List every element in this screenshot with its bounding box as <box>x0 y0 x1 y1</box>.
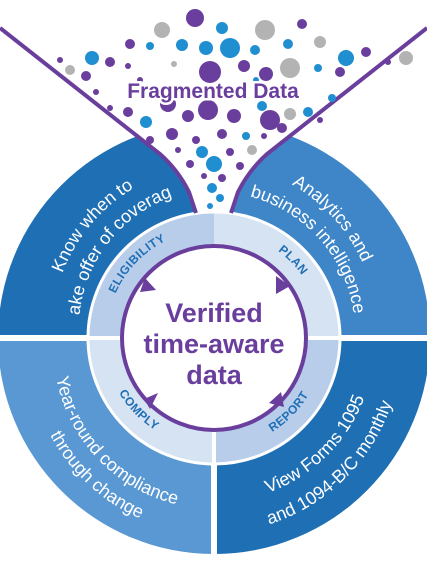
center-text: Verified time-aware data <box>143 298 284 390</box>
data-dot <box>201 173 207 179</box>
data-dot <box>283 39 293 49</box>
data-dot <box>242 132 250 140</box>
arrow-eligibility-icon <box>140 278 156 292</box>
data-dot <box>171 61 177 67</box>
data-dot <box>280 58 300 78</box>
center-line-1: Verified <box>165 298 263 328</box>
data-dot <box>85 51 99 65</box>
data-dot <box>250 45 260 55</box>
data-dot <box>338 50 354 66</box>
data-dot <box>125 63 131 69</box>
arrow-plan-icon <box>276 276 290 294</box>
title: Fragmented Data <box>127 80 299 103</box>
data-dot <box>57 57 63 63</box>
data-dot <box>216 22 228 34</box>
data-dot <box>196 146 208 158</box>
data-dot <box>314 64 322 72</box>
data-dot <box>314 36 326 48</box>
data-dot <box>227 109 241 123</box>
data-dot <box>255 20 275 40</box>
data-dot <box>154 22 170 38</box>
data-dot <box>253 77 259 83</box>
data-dot <box>107 105 113 111</box>
data-dot <box>399 51 413 65</box>
data-dot <box>198 100 218 120</box>
data-dot <box>125 39 135 49</box>
data-dot <box>146 136 154 144</box>
data-dot <box>123 107 133 117</box>
data-dot <box>217 129 227 139</box>
data-dot <box>81 71 91 81</box>
data-dot <box>137 77 143 83</box>
data-dot <box>105 57 115 67</box>
data-dot <box>182 110 194 122</box>
data-dot <box>328 94 336 102</box>
data-dot <box>226 148 234 156</box>
data-dot <box>199 41 213 55</box>
cycle-arrows <box>140 276 290 409</box>
data-dot <box>257 101 267 111</box>
data-dot <box>160 96 176 112</box>
data-dot <box>220 38 240 58</box>
center-line-3: data <box>186 360 243 390</box>
data-dot <box>186 9 204 27</box>
data-dots <box>57 9 413 209</box>
data-dot <box>207 203 213 209</box>
data-dot <box>236 162 244 170</box>
data-dot <box>361 47 371 57</box>
data-dot <box>277 123 287 133</box>
data-dot <box>247 145 257 155</box>
data-dot <box>260 110 280 130</box>
data-dot <box>93 89 99 95</box>
data-dot <box>176 39 188 51</box>
data-dot <box>65 65 75 75</box>
data-dot <box>207 183 217 193</box>
data-dot <box>385 59 391 65</box>
center-line-2: time-aware <box>143 329 284 359</box>
data-dot <box>216 194 224 202</box>
data-dot <box>166 128 178 140</box>
arrow-report-icon <box>269 392 284 407</box>
funnel-outline <box>0 26 427 214</box>
data-dot <box>192 136 200 144</box>
data-dot <box>146 42 154 50</box>
data-dot <box>238 60 250 72</box>
data-dot <box>303 107 313 117</box>
data-dot <box>199 61 221 83</box>
data-dot <box>186 160 194 168</box>
arrow-comply-icon <box>144 393 158 409</box>
data-dot <box>259 67 273 81</box>
data-dot <box>206 156 222 172</box>
data-dot <box>297 19 307 29</box>
data-dot <box>335 67 345 77</box>
data-dot <box>175 147 181 153</box>
data-dot <box>140 116 152 128</box>
data-dot <box>218 174 226 182</box>
data-dot <box>261 133 267 139</box>
center-circle <box>120 244 308 432</box>
data-dot <box>284 108 296 120</box>
data-dot <box>317 117 323 123</box>
